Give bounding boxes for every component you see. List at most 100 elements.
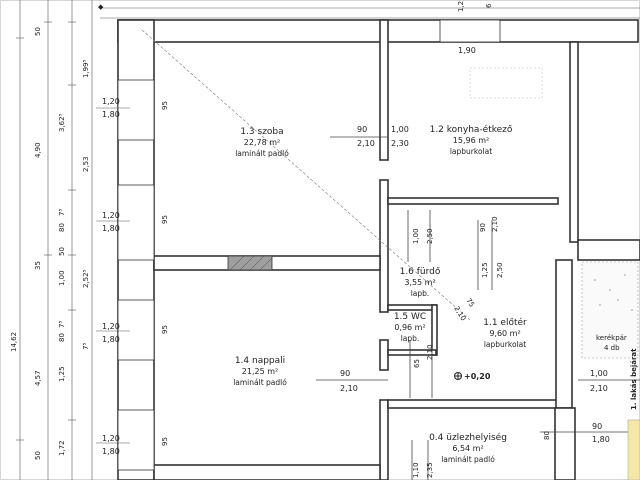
room-floor: laminált padló [233,378,287,387]
left-dim: 1,99⁵ [82,59,90,78]
bike-area-dots [594,274,633,311]
column-hatch-lines [229,255,273,271]
room-name: 1.6 fürdő [400,267,441,277]
room-area: 3,55 m² [404,278,435,287]
entrance-step [627,419,640,480]
left-dim: 14,62 [10,332,18,352]
left-dim: 80 [58,223,66,232]
door-dim: 1,00 [590,369,608,378]
door-dim: 1,90 [458,46,476,55]
room-0-4: 0.4 üzlezhelyiség 6,54 m² laminált padló [429,432,507,464]
door-dim: 1,00 [412,228,420,244]
room-1-5: 1.5 WC 0,96 m² lapb. [394,312,426,343]
door-dim: 90 [357,125,367,134]
room-1-1: 1.1 előtér 9,60 m² lapburkolat [483,317,527,349]
door-dim: 2,10 [452,305,467,322]
left-dim: 7⁵ [82,343,90,350]
left-dim: 3,62⁵ [58,113,66,132]
window-width: 1,20 [102,211,120,220]
left-dim: 7⁵ [58,209,66,216]
bike-storage-area [581,261,639,359]
window-sill: 95 [161,101,169,110]
left-dim: 7⁵ [58,321,66,328]
door-dim: 1,00 [391,125,409,134]
door-dim: 2,10 [357,139,375,148]
room-floor: lapb. [401,334,420,343]
left-dim: 80 [58,333,66,342]
door-dim: 1,80 [592,435,610,444]
left-dim: 50 [34,27,42,36]
door-dim: 90 [479,223,487,232]
door-dim: 2,50 [426,228,434,244]
room-area: 6,54 m² [452,444,483,453]
left-windows [117,79,155,471]
hatched-column [227,255,273,271]
left-dimension-labels: 50 1,99⁵ 3,62⁵ 4,90 2,53 7⁵ 80 50 35 1,0… [10,27,90,460]
door-dim: 1,10 [412,462,420,478]
door-dim: 65 [413,359,421,368]
door-dim: 80 [543,431,551,440]
room-1-3: 1.3 szoba 22,78 m² laminált padló [235,127,289,158]
room-name: 1.1 előtér [483,317,527,328]
door-dim: 2,10 [340,384,358,393]
room-area: 0,96 m² [394,323,425,332]
window-sill: 95 [161,325,169,334]
room-name: 1.3 szoba [240,127,283,137]
door-dim: 2,10 [491,216,499,232]
room-floor: lapburkolat [450,147,492,156]
left-dim: 2,53 [82,156,90,172]
door-dim: 2,35 [426,462,434,478]
room-name: 1.4 nappali [235,356,285,366]
arrow-icon: ◆ [98,3,104,11]
room-area: 22,78 m² [244,138,280,147]
left-dimension-lines [16,0,93,480]
bike-label: kerékpár [596,334,627,342]
door-dim: 90 [340,369,350,378]
door-leaders [316,136,640,480]
door-dim: 2,30 [391,139,409,148]
window-labels: 1,20 1,80 95 1,20 1,80 95 1,20 1,80 95 1… [96,97,169,456]
left-dim: 4,57 [34,370,42,386]
room-area: 15,96 m² [453,136,489,145]
room-area: 21,25 m² [242,367,278,376]
bike-count: 4 db [604,344,620,352]
left-dim: 2,52⁵ [82,269,90,288]
door-dim: 75 [464,297,476,309]
diagonal-section-line [141,29,471,321]
top-window [439,19,501,43]
room-floor: lapb. [411,289,430,298]
room-name: 0.4 üzlezhelyiség [429,432,507,443]
window-sill: 95 [161,437,169,446]
left-dim: 1,25 [58,366,66,382]
door-dim: 1,2 [457,1,465,12]
window-height: 1,80 [102,335,120,344]
left-dim: 4,90 [34,142,42,158]
window-sill: 95 [161,215,169,224]
room-floor: laminált padló [441,455,495,464]
left-dim: 50 [34,451,42,460]
room-1-4: 1.4 nappali 21,25 m² laminált padló [233,356,287,387]
left-dim: 50 [58,247,66,256]
level-mark-label: +0,20 [464,372,491,381]
room-name: 1.5 WC [394,312,426,322]
room-1-6: 1.6 fürdő 3,55 m² lapb. [400,267,441,298]
left-dim: 1,00 [58,270,66,286]
door-dim: 2,50 [496,262,504,278]
door-dim: 2,10 [426,344,434,360]
window-height: 1,80 [102,110,120,119]
room-area: 9,60 m² [489,329,520,338]
window-width: 1,20 [102,97,120,106]
window-height: 1,80 [102,447,120,456]
door-dim: 6 [485,3,493,8]
door-dim: 1,25 [481,262,489,278]
left-dim: 1,72 [58,440,66,456]
kitchen-fixture [469,67,543,99]
window-height: 1,80 [102,224,120,233]
room-floor: laminált padló [235,149,289,158]
room-1-2: 1.2 konyha-étkező 15,96 m² lapburkolat [430,124,513,156]
window-width: 1,20 [102,322,120,331]
door-dim: 2,10 [590,384,608,393]
door-dim: 90 [592,422,602,431]
room-floor: lapburkolat [484,340,526,349]
